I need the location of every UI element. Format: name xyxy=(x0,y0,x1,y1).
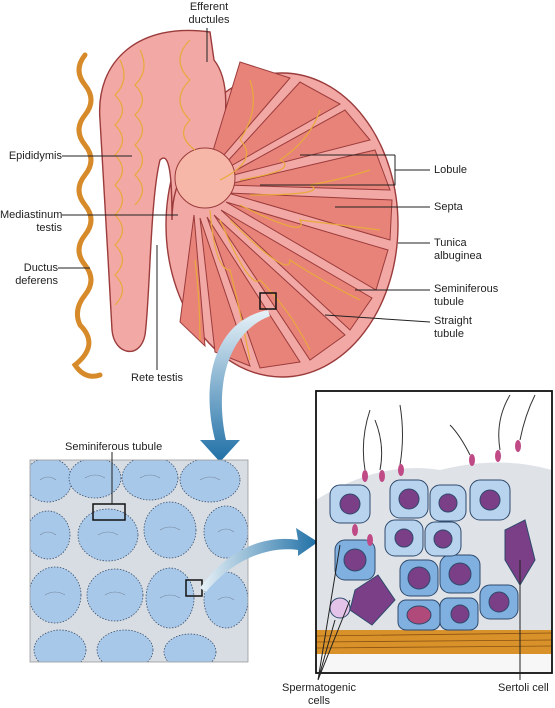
label-seminiferous-tubule: Seminiferous tubule xyxy=(434,283,499,308)
magnify-box-tubule xyxy=(92,503,126,521)
label-ductus-deferens: Ductus deferens xyxy=(15,262,58,287)
label-epididymis: Epididymis xyxy=(8,150,62,162)
label-lobule: Lobule xyxy=(434,164,468,176)
label-septa: Septa xyxy=(434,201,463,213)
label-tunica-albuginea: Tunica albuginea xyxy=(434,237,482,262)
ductus-deferens-shape xyxy=(71,52,103,379)
label-spermatogenic-cells: Spermatogenic cells xyxy=(282,682,356,707)
histology-section xyxy=(30,460,248,662)
magnify-box-testis xyxy=(259,292,277,310)
label-seminiferous-tubule-section: Seminiferous tubule xyxy=(65,441,163,453)
label-efferent-ductules: Efferent ductules xyxy=(188,1,230,26)
zoom-arrow-2 xyxy=(200,528,318,592)
mediastinum-shape xyxy=(174,147,236,209)
label-sertoli-cell: Sertoli cell xyxy=(498,682,549,694)
testis xyxy=(71,29,399,379)
zoom-arrow-1 xyxy=(200,310,270,462)
lobules xyxy=(179,61,393,369)
label-straight-tubule: Straight tubule xyxy=(434,315,472,340)
label-rete-testis: Rete testis xyxy=(131,372,183,384)
cell-zoom-view xyxy=(316,391,552,673)
leader-lines xyxy=(58,28,431,370)
label-mediastinum-testis: Mediastinum testis xyxy=(0,209,63,234)
